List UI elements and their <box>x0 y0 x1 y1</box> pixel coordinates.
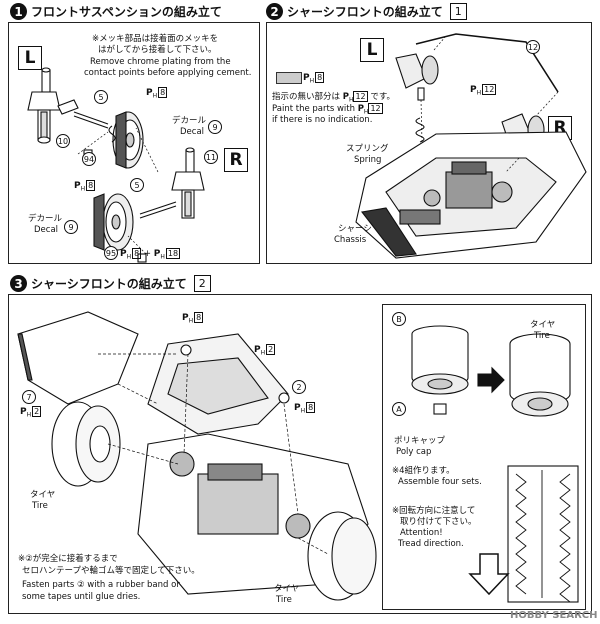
step1-decal-ja-a: デカール <box>172 116 207 126</box>
step1-number: 1 <box>10 3 27 20</box>
step1-note-ja-2: はがしてから接着して下さい。 <box>98 45 217 55</box>
step1-part-5b: 5 <box>130 178 144 192</box>
step3-tire-ja-b: タイヤ <box>274 584 300 594</box>
step2-title: 2 シャーシフロントの組み立て 1 <box>266 3 467 20</box>
step2-spring-ja: スプリング <box>346 144 389 154</box>
step1-part-10: 10 <box>56 134 70 148</box>
step2-box-number: 1 <box>449 3 467 20</box>
inset-tread-ja-1: ※回転方向に注意して <box>392 506 476 516</box>
step1-note-ja-1: ※メッキ部品は接着面のメッキを <box>92 34 219 44</box>
step1-part-9b: 9 <box>64 220 78 234</box>
step1-part-95: 95 <box>104 246 118 260</box>
step3-tire-ja-a: タイヤ <box>30 490 56 500</box>
step1-part-11: 11 <box>204 150 218 164</box>
step1-part-5a: 5 <box>94 90 108 104</box>
inset-tread-ja-2: 取り付けて下さい。 <box>400 517 477 527</box>
step1-title-text: フロントサスペンションの組み立て <box>31 5 222 19</box>
step2-chassis-ja: シャーシ <box>338 224 372 234</box>
step3-fasten-en-1: Fasten parts ② with a rubber band or <box>22 580 180 590</box>
inset-tire-ja: タイヤ <box>530 320 556 330</box>
step3-part-7: 7 <box>22 390 36 404</box>
step1-part-9a: 9 <box>208 120 222 134</box>
step1-decal-en-a: Decal <box>180 127 205 137</box>
inset-polycap-ja: ポリキャップ <box>394 436 446 446</box>
watermark: HOBBY SEARCH <box>510 610 598 621</box>
step2-left-label: L <box>360 38 384 62</box>
step2-chassis-en: Chassis <box>334 235 367 245</box>
step1-decal-en-b: Decal <box>34 225 59 235</box>
step3-assembly-drawing <box>17 311 377 601</box>
step3-part-2: 2 <box>292 380 306 394</box>
step2-number: 2 <box>266 3 283 20</box>
step2-title-text: シャーシフロントの組み立て <box>287 5 443 19</box>
step1-left-label: L <box>18 46 42 70</box>
step3-box-number: 2 <box>193 275 211 292</box>
step3-fasten-ja-2: セロハンテープや輪ゴム等で固定して下さい。 <box>22 566 200 576</box>
step3-fasten-en-2: some tapes until glue dries. <box>22 592 141 602</box>
inset-sets-en: Assemble four sets. <box>398 477 482 487</box>
wheel-inset-drawing <box>411 325 579 603</box>
step3-number: 3 <box>10 275 27 292</box>
step1-part-94: 94 <box>82 152 96 166</box>
step1-title: 1 フロントサスペンションの組み立て <box>10 3 222 20</box>
step2-paint-en-2: if there is no indication. <box>272 115 373 125</box>
step3-title: 3 シャーシフロントの組み立て 2 <box>10 275 211 292</box>
step3-tire-en-b: Tire <box>276 595 292 605</box>
step3-title-text: シャーシフロントの組み立て <box>31 277 187 291</box>
step1-suspension-drawing <box>27 67 205 263</box>
step2-chassis-drawing <box>355 33 587 259</box>
inset-label-b: B <box>392 312 406 326</box>
inset-tread-en-2: Tread direction. <box>398 539 464 549</box>
inset-label-a: A <box>392 402 406 416</box>
step2-part-12: 12 <box>526 40 540 54</box>
step1-right-label: R <box>224 148 248 172</box>
step2-spring-en: Spring <box>354 155 382 165</box>
inset-tread-en-1: Attention! <box>400 528 443 538</box>
step1-note-en-1: Remove chrome plating from the <box>90 57 231 67</box>
inset-polycap-en: Poly cap <box>396 447 432 457</box>
inset-tire-en: Tire <box>534 331 550 341</box>
step1-note-en-2: contact points before applying cement. <box>84 68 252 78</box>
step2-paint-swatch <box>276 72 302 84</box>
step3-tire-en-a: Tire <box>32 501 48 511</box>
inset-sets-ja: ※4組作ります。 <box>392 466 455 476</box>
step3-fasten-ja-1: ※②が完全に接着するまで <box>18 554 118 564</box>
step1-decal-ja-b: デカール <box>28 214 63 224</box>
